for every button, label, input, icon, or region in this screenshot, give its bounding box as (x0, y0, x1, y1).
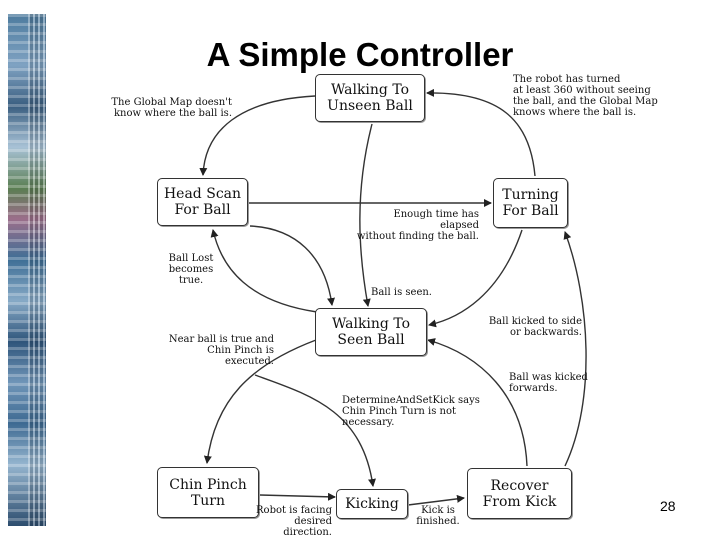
edge-unseen-to-headscan (199, 95, 316, 176)
label-kicked-forward: Ball was kicked forwards. (509, 372, 588, 394)
state-head-scan-for-ball: Head Scan For Ball (157, 178, 248, 226)
label-determine-kick: DetermineAndSetKick says Chin Pinch Turn… (342, 395, 480, 428)
edge-recover-to-seen (427, 338, 528, 467)
page-number: 28 (660, 498, 676, 514)
label-kicked-side: Ball kicked to side or backwards. (488, 316, 582, 338)
edge-chinpinch-to-kicking (259, 492, 336, 501)
label-global-map-unknown: The Global Map doesn't know where the ba… (111, 97, 232, 119)
label-time-elapsed: Enough time has elapsed without finding … (356, 209, 479, 242)
edge-headscan-to-seen (249, 225, 335, 306)
edge-turning-to-seen (428, 229, 523, 328)
edge-seen-to-headscan (210, 229, 318, 313)
label-robot-facing: Robot is facing desired direction. (256, 505, 332, 538)
state-kicking: Kicking (336, 489, 408, 519)
edge-recover-to-turning (563, 231, 587, 467)
edge-turning-to-unseen (426, 88, 536, 177)
label-turned-360: The robot has turned at least 360 withou… (513, 74, 658, 118)
label-kick-finished: Kick is finished. (416, 505, 460, 527)
state-walking-to-seen-ball: Walking To Seen Ball (315, 308, 427, 356)
edge-unseen-to-seen (359, 123, 373, 307)
edge-kicking-to-recover (407, 494, 465, 506)
slide-title: A Simple Controller (206, 36, 514, 73)
state-recover-from-kick: Recover From Kick (467, 468, 572, 519)
edge-seen-to-kicking (254, 374, 376, 487)
decorative-side-strip (8, 14, 46, 526)
state-turning-for-ball: Turning For Ball (493, 178, 568, 228)
label-near-ball: Near ball is true and Chin Pinch is exec… (168, 334, 274, 367)
label-ball-seen: Ball is seen. (371, 287, 432, 298)
state-walking-to-unseen-ball: Walking To Unseen Ball (315, 74, 425, 122)
label-ball-lost: Ball Lost becomes true. (168, 253, 214, 286)
state-chin-pinch-turn: Chin Pinch Turn (157, 467, 259, 518)
edge-seen-to-chinpinch (203, 339, 317, 464)
decorative-side-strip-texture (28, 14, 46, 526)
